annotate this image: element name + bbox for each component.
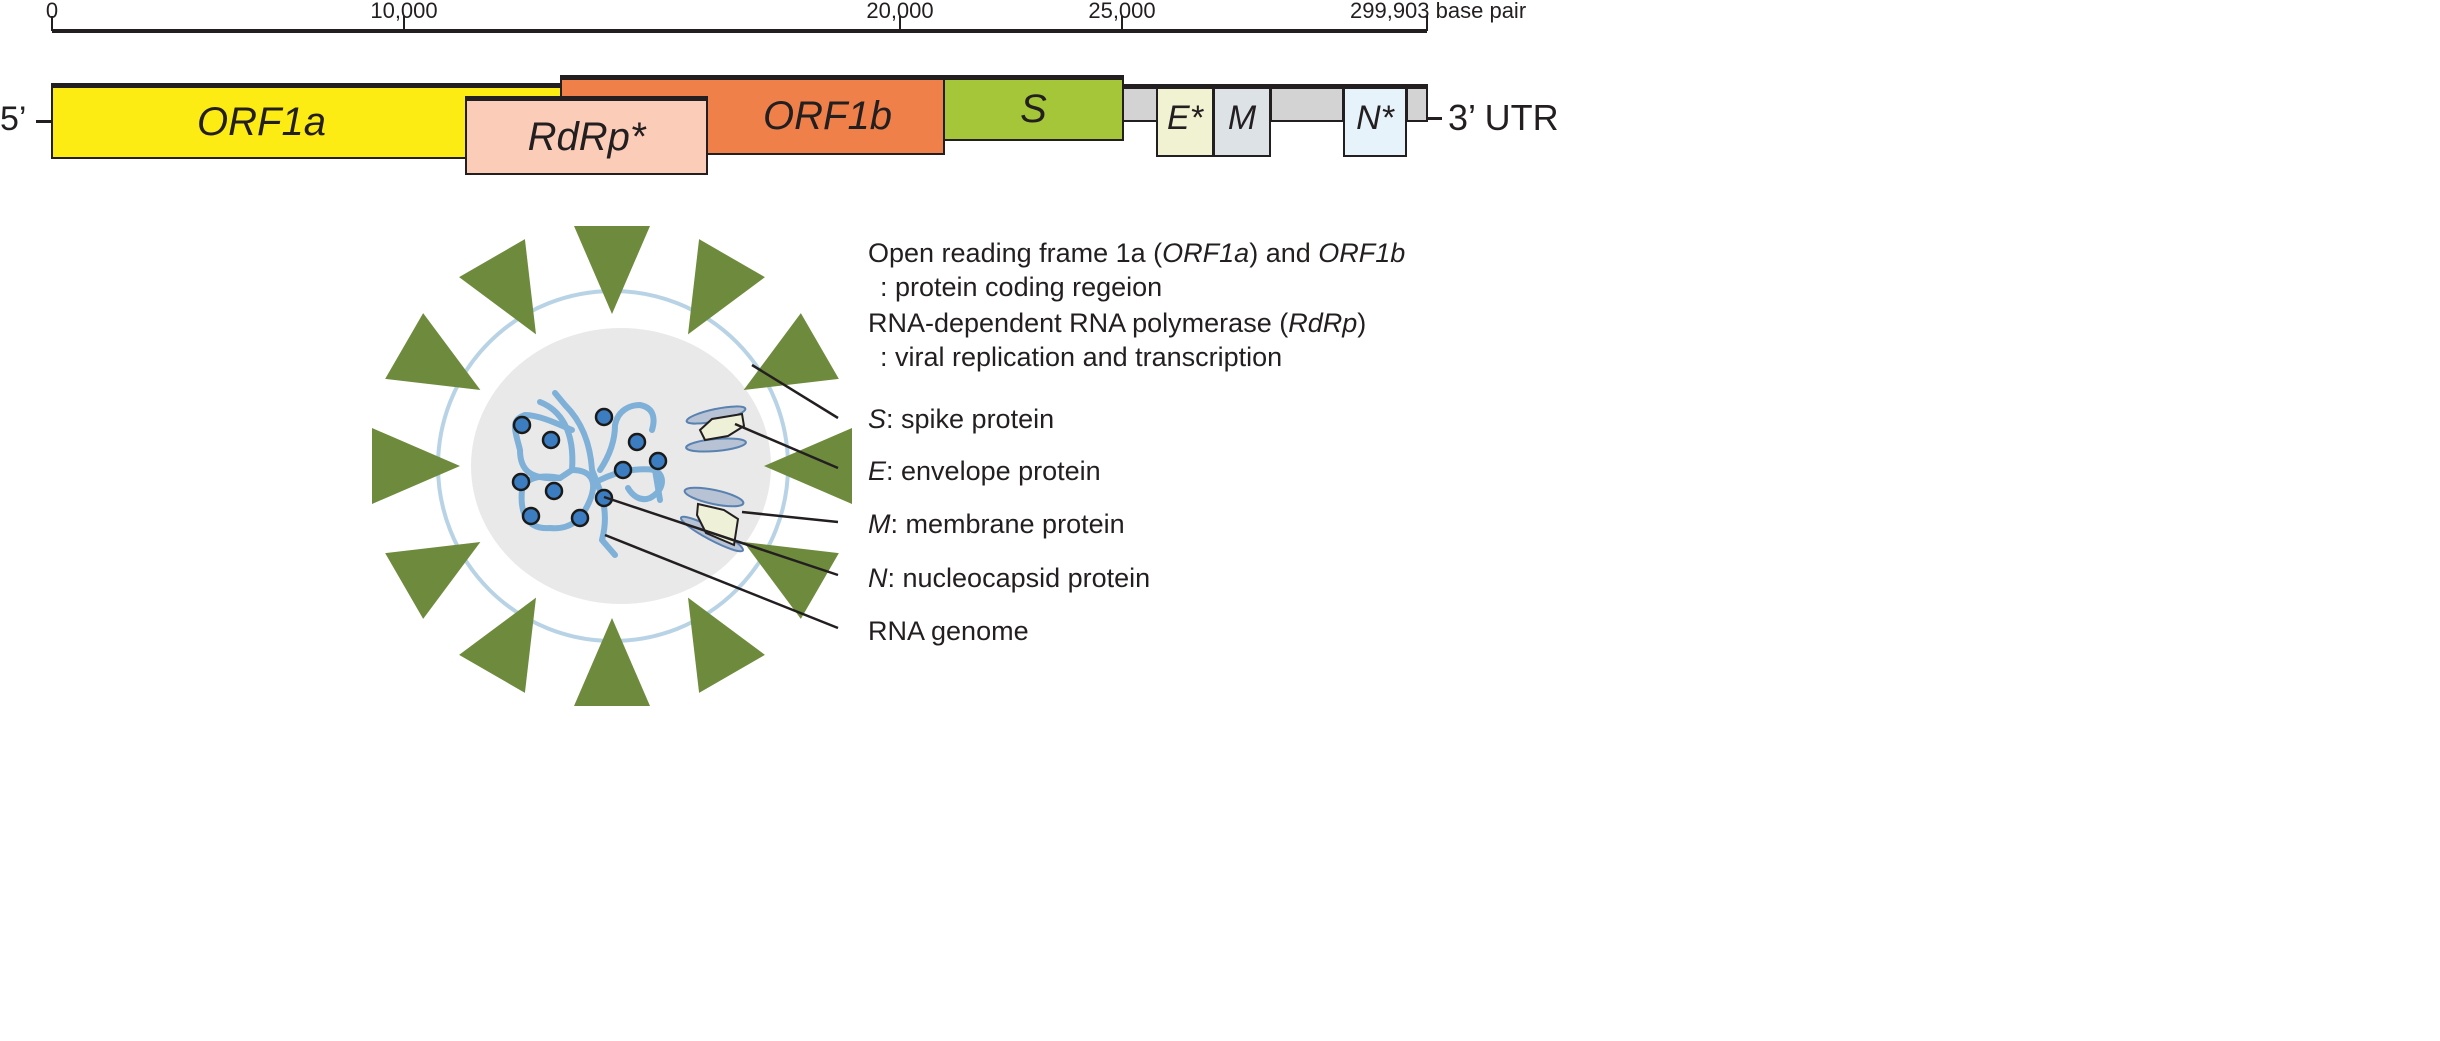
spike-protein — [743, 542, 839, 619]
spike-protein — [459, 239, 536, 335]
rna-strand — [512, 399, 576, 482]
nucleocapsid-protein — [544, 481, 564, 501]
legend-text: : spike protein — [886, 404, 1055, 434]
five-prime-line — [36, 120, 52, 123]
gene-rdrp: RdRp* — [465, 96, 708, 175]
legend-orf: Open reading frame 1a (ORF1a) and ORF1b — [868, 238, 1405, 269]
envelope-protein — [695, 502, 740, 547]
rna-strand — [597, 402, 657, 473]
legend-text: ) and — [1249, 238, 1319, 268]
gene-utr-end — [1406, 84, 1428, 122]
spike-protein — [574, 226, 650, 314]
axis-tick — [1121, 16, 1123, 31]
legend-nucleocapsid: N: nucleocapsid protein — [868, 563, 1150, 594]
leader-line-envelope — [734, 422, 839, 470]
three-prime-line — [1428, 117, 1442, 120]
legend-symbol: N — [868, 563, 888, 593]
legend-membrane: M: membrane protein — [868, 509, 1125, 540]
leader-line-rna — [604, 533, 839, 630]
membrane-protein — [683, 486, 745, 508]
legend-text: RNA-dependent RNA polymerase ( — [868, 308, 1289, 338]
legend-text: : membrane protein — [890, 509, 1125, 539]
leader-lines — [603, 363, 839, 630]
tick-label-end: 299,903 base pair — [1350, 0, 1527, 23]
legend-orf-desc: : protein coding regeion — [880, 272, 1163, 302]
gene-utr-mid — [1270, 84, 1344, 122]
spike-protein — [688, 597, 765, 693]
legend-text: : nucleocapsid protein — [887, 563, 1151, 593]
five-prime-label: 5’ — [0, 100, 27, 138]
legend-text: : envelope protein — [886, 456, 1101, 486]
nucleocapsid-protein — [541, 430, 561, 450]
tick-label-10000: 10,000 — [370, 0, 438, 23]
gene-s: S — [943, 75, 1124, 141]
tick-label-25000: 25,000 — [1088, 0, 1156, 23]
legend-symbol: E — [868, 456, 887, 486]
legend-rdrp-desc: : viral replication and transcription — [880, 342, 1283, 372]
legend-text: Open reading frame 1a ( — [868, 238, 1163, 268]
nucleocapsid-protein — [594, 407, 614, 427]
legend-text: ) — [1357, 308, 1367, 338]
rna-strand — [552, 390, 618, 558]
legend-symbol: M — [868, 509, 891, 539]
legend-spike: S: spike protein — [868, 404, 1054, 435]
nucleocapsid-group — [511, 407, 668, 528]
envelope-proteins — [695, 412, 746, 547]
leader-line-membrane — [741, 510, 839, 524]
spike-protein — [743, 313, 839, 390]
nucleocapsid-protein — [521, 506, 541, 526]
nucleocapsid-protein — [627, 432, 647, 452]
nucleocapsid-protein — [512, 415, 532, 435]
axis-tick — [899, 16, 901, 31]
leader-line-nucleocapsid — [603, 495, 839, 577]
spike-protein — [385, 542, 481, 619]
tick-label-20000: 20,000 — [866, 0, 934, 23]
axis-tick — [51, 16, 53, 31]
legend-italic: ORF1a — [1162, 238, 1250, 268]
spike-protein — [688, 239, 765, 335]
rna-strand — [652, 467, 663, 503]
leader-line-spike — [751, 363, 839, 420]
axis-tick — [1426, 16, 1428, 31]
envelope-protein — [698, 412, 746, 442]
legend-rdrp: RNA-dependent RNA polymerase (RdRp) — [868, 308, 1366, 339]
spike-protein — [459, 597, 536, 693]
legend-symbol: S — [868, 404, 887, 434]
legend-rna-genome: RNA genome — [868, 616, 1029, 646]
nucleocapsid-protein — [511, 472, 531, 492]
legend-italic: ORF1b — [1318, 238, 1406, 268]
nucleocapsid-protein — [570, 508, 590, 528]
spike-protein — [574, 618, 650, 706]
spike-group — [372, 226, 852, 706]
legend-italic: RdRp — [1288, 308, 1358, 338]
tick-label-0: 0 — [45, 0, 59, 23]
spike-protein — [385, 313, 481, 390]
axis-tick — [403, 16, 405, 31]
nucleocapsid-protein — [613, 460, 633, 480]
spike-protein — [372, 428, 460, 504]
legend-envelope: E: envelope protein — [868, 456, 1101, 487]
spike-protein — [764, 428, 852, 504]
axis-line — [52, 29, 1427, 33]
gene-n: N* — [1343, 84, 1407, 157]
three-prime-label: 3’ UTR — [1448, 97, 1559, 138]
nucleocapsid-protein — [648, 451, 668, 471]
